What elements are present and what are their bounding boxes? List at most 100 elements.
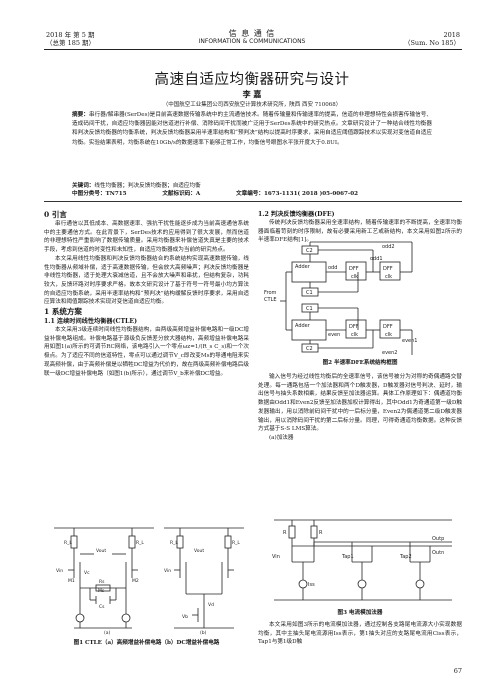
- keywords: 关键词：线性均衡器；判决反馈均衡器；自适应均衡: [72, 182, 432, 190]
- clc-label: 中图分类号：: [72, 191, 106, 197]
- doc-code-label: 文献标识码：: [162, 191, 196, 197]
- paper-affiliation: （中国航空工业集团公司西安航空计算技术研究所，陕西 西安 710068）: [162, 102, 342, 108]
- header-rule: [44, 49, 462, 50]
- fig3-outp: Outp: [432, 536, 444, 542]
- paper-title: 高速自适应均衡器研究与设计: [154, 72, 350, 88]
- fig2-c1-bottom: C1: [306, 306, 313, 312]
- article-no: 文章编号：1673-1131( 2018 )05-0067-02: [236, 191, 358, 197]
- section-intro-heading: 0 引言: [44, 210, 67, 219]
- fig2-dff-3: DFF: [349, 324, 359, 330]
- fig2-even1: even1: [402, 338, 417, 344]
- fig2-even2: even2: [382, 350, 397, 356]
- fig2-dff-2: DFF: [383, 266, 393, 272]
- fig3-outn: Outn: [432, 550, 444, 556]
- fig2-from: From: [264, 290, 277, 296]
- dfe-paragraph-1: 传统判决反馈均衡器采用全速率结构，随着传输速率的不断提高，全速率均衡器面临着苛刻…: [258, 220, 462, 244]
- fig2-odd2: odd2: [382, 244, 395, 250]
- fig1b-rl-left: R_L: [170, 540, 178, 546]
- figure-2-caption: 图2 半速率DFE系统结构框图: [322, 360, 398, 366]
- fig2-adder-bottom: Adder: [295, 323, 311, 329]
- fig1b-vd: Vd: [208, 602, 214, 608]
- subsection-ctle-heading: 1.1 连续时间线性均衡器(CTLE): [44, 318, 138, 326]
- intro-paragraph-1: 串行通信以其低成本、高数据速率、强抗干扰性能逐步成为当前高速通信系统中的主要通信…: [44, 221, 249, 254]
- fig2-dff-1: DFF: [349, 266, 359, 272]
- fig3-vin: Vin: [272, 554, 280, 560]
- clc-value: TN715: [105, 191, 127, 197]
- fig2-even: even: [328, 332, 340, 338]
- fig3-tap1: Tap1: [341, 554, 354, 560]
- fig1-cs: Cs: [99, 604, 105, 610]
- fig2-clk-3: clk: [351, 332, 358, 338]
- ctle-paragraph: 本文采用3级连续时间线性均衡器结构，由两级高频增益补偿电路和一级DC增益补偿电路…: [44, 327, 249, 377]
- figure-2-half-rate-dfe: From CTLE Adder Adder DFF DFF DFF DFF cl…: [264, 241, 417, 356]
- left-column: 0 引言 串行通信以其低成本、高数据速率、强抗干扰性能逐步成为当前高速通信系统中…: [44, 210, 249, 378]
- doc-code-value: A: [195, 191, 201, 197]
- subsection-dfe-heading: 1.2 判决反馈均衡器(DFE): [258, 211, 335, 218]
- issue-total: （总第 185 期）: [46, 39, 96, 47]
- adder-paragraph: 本文采用如图3所示的电流模加法器，通过控制各支路尾电流源大小实现数据均衡，其中主…: [258, 622, 462, 646]
- fig1-label-a: (a): [104, 630, 111, 636]
- journal-volume: 2018 （Sum. No 185）: [398, 31, 460, 47]
- volume-year: 2018: [443, 31, 460, 39]
- fig2-c1-top: C1: [306, 290, 313, 296]
- fig3-r-right: R: [319, 530, 323, 536]
- doc-code: 文献标识码：A: [162, 191, 200, 197]
- journal-name-cn: 信 息 通 信: [228, 29, 276, 38]
- fig1-rl-right: R_L: [136, 540, 144, 546]
- fig2-odd: odd: [328, 265, 337, 271]
- fig1b-vout: Vout: [194, 548, 204, 554]
- volume-sum: （Sum. No 185）: [403, 39, 460, 47]
- fig3-tap2: Tap2: [399, 554, 412, 560]
- figure-3-current-mode-adder: R R Outp Outn Vin Iss Tap1 Tap2: [272, 519, 452, 601]
- fig1-vc: Vc: [84, 570, 90, 576]
- page-number: 67: [453, 667, 462, 675]
- right-column-top: 1.2 判决反馈均衡器(DFE) 传统判决反馈均衡器采用全速率结构，随着传输速率…: [258, 210, 462, 245]
- section-system-heading: 1 系统方案: [44, 307, 82, 317]
- abstract-rule: [44, 201, 462, 202]
- article-no-label: 文章编号：: [236, 191, 264, 197]
- paper-author: 李 嘉: [242, 89, 262, 99]
- figure-1-caption: 图1 CTLE（a）高频增益补偿电路（b）DC增益补偿电路: [73, 640, 220, 646]
- adder-sublabel: (a)加法器: [269, 434, 294, 441]
- keywords-text: 线性均衡器；判决反馈均衡器；自适应均衡: [94, 183, 201, 189]
- fig1-rs: Rs: [99, 579, 105, 585]
- fig3-r-left: R: [283, 530, 287, 536]
- keywords-label: 关键词：: [72, 183, 95, 189]
- clc: 中图分类号：TN715: [72, 191, 127, 197]
- figure-1-ctle-circuits: R_L R_L Vout Vin M1 M2 Rs Cs Ms Vc (a) R…: [54, 527, 244, 636]
- fig2-odd1: odd1: [370, 256, 383, 262]
- fig2-c2-top: C2: [306, 248, 313, 254]
- fig1b-rl-right: R_L: [232, 540, 240, 546]
- journal-issue: 2018 年 第 5 期 （总第 185 期）: [46, 31, 95, 47]
- intro-paragraph-2: 本文采用线性均衡器和判决反馈均衡器结合的系统结构实现高速数据传输，线性均衡器从频…: [44, 255, 249, 306]
- fig1-m2: M2: [132, 578, 139, 584]
- figure-3-caption: 图3 电流模加法器: [337, 610, 383, 616]
- issue-year: 2018 年 第 5 期: [46, 31, 95, 39]
- fig3-iss: Iss: [308, 582, 315, 588]
- fig2-c2-bottom: C2: [306, 346, 313, 352]
- fig1b-vin: Vin: [164, 568, 171, 574]
- abstract-text: 串行器/解串器(SerDes)是目前高速数据传输系统中的主流通信技术。随着传输量…: [72, 112, 432, 146]
- classification-line: 中图分类号：TN715 文献标识码：A 文章编号：1673-1131( 2018…: [72, 190, 432, 198]
- right-column-middle: 输入信号为经过线性均衡后的全速率信号，该信号被分为对称的奇偶通路交替处理。每一通…: [258, 373, 462, 443]
- fig1-rl-left: R_L: [64, 540, 72, 546]
- abstract: 摘要：串行器/解串器(SerDes)是目前高速数据传输系统中的主流通信技术。随着…: [72, 111, 432, 148]
- right-column-bottom: 本文采用如图3所示的电流模加法器，通过控制各支路尾电流源大小实现数据均衡，其中主…: [258, 621, 462, 647]
- journal-name: 信 息 通 信 INFORMATION & COMMUNICATIONS: [0, 30, 504, 46]
- fig2-clk-2: clk: [385, 274, 392, 280]
- fig2-dff-4: DFF: [383, 324, 393, 330]
- fig1b-vb: Vb: [182, 614, 188, 620]
- fig2-ctle: CTLE: [264, 297, 277, 303]
- article-no-value: 1673-1131( 2018 )05-0067-02: [264, 191, 358, 197]
- abstract-label: 摘要：: [72, 112, 89, 118]
- fig1-vin: Vin: [56, 568, 63, 574]
- fig2-clk-4: clk: [385, 332, 392, 338]
- fig1-ms: Ms: [98, 588, 105, 594]
- journal-name-en: INFORMATION & COMMUNICATIONS: [198, 38, 306, 45]
- fig2-clk-1: clk: [351, 274, 358, 280]
- fig2-adder-top: Adder: [295, 264, 311, 270]
- fig1-label-b: (b): [200, 630, 207, 636]
- dfe-paragraph-2: 输入信号为经过线性均衡后的全速率信号，该信号被分为对称的奇偶通路交替处理。每一通…: [258, 374, 462, 433]
- fig1-vout: Vout: [96, 548, 106, 554]
- fig1-m1: M1: [68, 578, 75, 584]
